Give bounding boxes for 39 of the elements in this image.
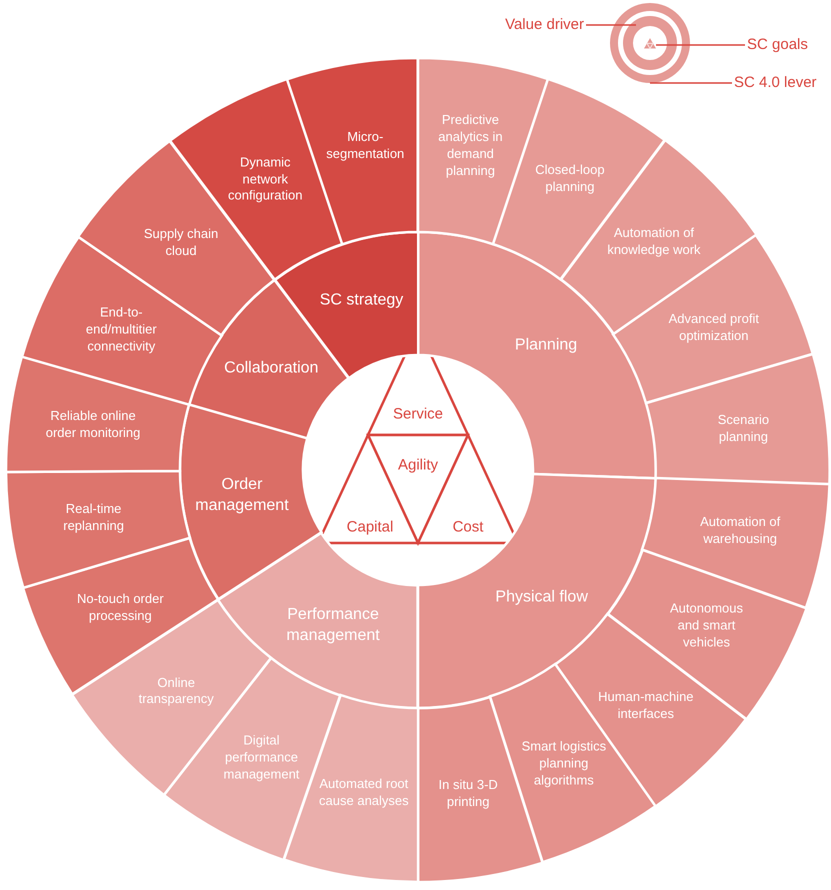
callout-label: Value driver <box>490 15 584 35</box>
outer-ring <box>610 3 690 83</box>
segment-label: Online transparency <box>138 674 215 708</box>
segment-label: Micro-segmentation <box>325 129 406 164</box>
leader-line <box>586 24 636 26</box>
segment-label: Supply chain cloud <box>142 226 220 260</box>
callout-label: SC goals <box>747 35 808 55</box>
segment-label: Automated root cause analyses <box>318 776 410 810</box>
segment-label: Physical flow <box>494 588 589 608</box>
segment-label: No-touch order processing <box>76 590 165 625</box>
goal-label: Cost <box>452 517 484 537</box>
segment-label: Planning <box>514 336 578 356</box>
leader-line <box>656 44 745 46</box>
segment-label: Dynamic network configuration <box>227 154 304 206</box>
goal-label: Capital <box>346 517 394 537</box>
leader-line <box>650 82 732 84</box>
segment-label: Autonomous and smart vehicles <box>669 600 744 652</box>
segment-label: Closed-loop planning <box>534 162 606 196</box>
segment-label: Digital performance management <box>222 732 300 784</box>
segment-label: Order management <box>194 476 290 516</box>
segment-label: End-to-end/multitier connectivity <box>84 304 158 356</box>
middle-ring <box>623 16 677 70</box>
callout-label: SC 4.0 lever <box>734 73 817 93</box>
goal-label: Agility <box>396 455 439 475</box>
segment-label: SC strategy <box>318 290 404 311</box>
goal-label: Service <box>392 404 444 424</box>
segment-label: Performance management <box>285 606 381 646</box>
segment-label: Advanced profit optimization <box>668 311 760 346</box>
segment-label: Human-machine interfaces <box>598 689 694 723</box>
segment-label: Automation of warehousing <box>699 514 782 548</box>
segment-label: Automation of knowledge work <box>606 225 702 260</box>
segment-label: Collaboration <box>223 358 320 379</box>
segment-label: Predictive analytics in demand planning <box>437 112 504 180</box>
segment-label: Scenario planning <box>716 412 770 446</box>
center-triangle <box>644 38 656 50</box>
segment-label: In situ 3-D printing <box>438 777 499 812</box>
segment-label: Smart logistics planning algorithms <box>520 738 608 790</box>
segment-label: Real-time replanning <box>62 502 125 536</box>
segment-label: Reliable online order monitoring <box>45 408 142 442</box>
